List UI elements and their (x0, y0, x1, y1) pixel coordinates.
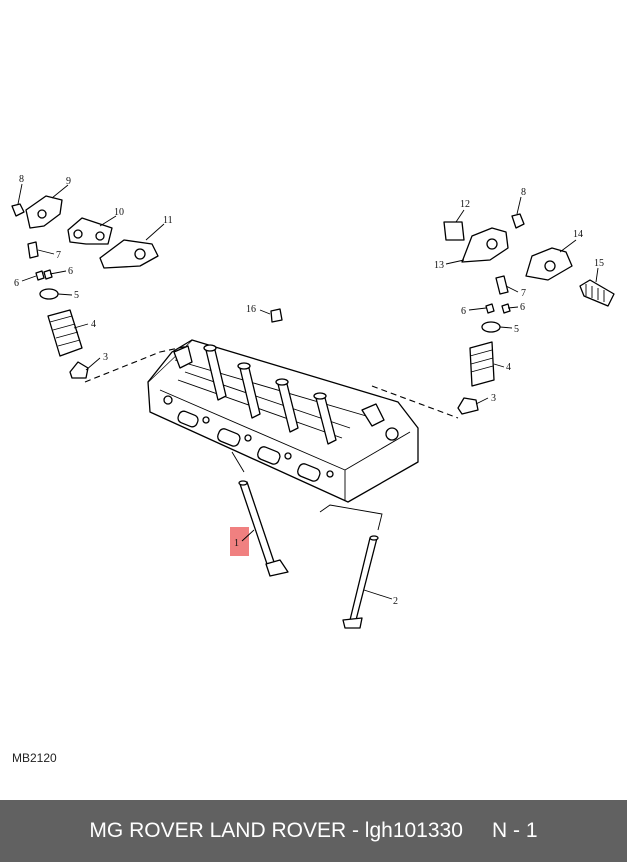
valve-intake (238, 480, 289, 577)
callout-4-left: 4 (91, 319, 96, 330)
callout-6-right-b: 6 (520, 302, 525, 313)
callout-6-left-a: 6 (14, 278, 19, 289)
callout-4-right: 4 (506, 362, 511, 373)
callout-12: 12 (460, 199, 470, 210)
callout-6-right-a: 6 (461, 306, 466, 317)
callout-5-left: 5 (74, 290, 79, 301)
footer-bar: MG ROVER LAND ROVER - lgh101330 N - 1 (0, 800, 627, 862)
callout-7-left: 7 (56, 250, 61, 261)
valve-guide-bracket-2 (319, 504, 383, 531)
callout-16: 16 (246, 304, 256, 315)
guide-line-left (84, 345, 189, 383)
leader-lines (17, 183, 599, 600)
callout-9: 9 (66, 176, 71, 187)
callout-5-right: 5 (514, 324, 519, 335)
valve-guide-bracket (231, 451, 245, 473)
cylinder-head (147, 339, 419, 503)
callout-7-right: 7 (521, 288, 526, 299)
valve-exhaust (342, 535, 379, 629)
callout-1: 1 (234, 538, 239, 549)
callout-8-left: 8 (19, 174, 24, 185)
diagram-reference-code: MB2120 (12, 751, 57, 765)
footer-title: MG ROVER LAND ROVER - lgh101330 N - 1 (89, 819, 538, 842)
callout-3-left: 3 (103, 352, 108, 363)
callout-11: 11 (163, 215, 173, 226)
callout-6-left-b: 6 (68, 266, 73, 277)
callout-14: 14 (573, 229, 583, 240)
callout-13: 13 (434, 260, 444, 271)
callout-3-right: 3 (491, 393, 496, 404)
callout-2: 2 (393, 596, 398, 607)
guide-line-right (371, 385, 459, 419)
exploded-parts-diagram: 1 2 3 3 4 4 5 5 6 6 6 6 7 7 8 8 9 10 11 … (11, 174, 615, 629)
part-1-highlight (230, 527, 249, 556)
right-valve-parts (270, 213, 615, 415)
callout-10: 10 (114, 207, 124, 218)
left-valve-parts (11, 195, 159, 379)
callout-8-right: 8 (521, 187, 526, 198)
callout-15: 15 (594, 258, 604, 269)
